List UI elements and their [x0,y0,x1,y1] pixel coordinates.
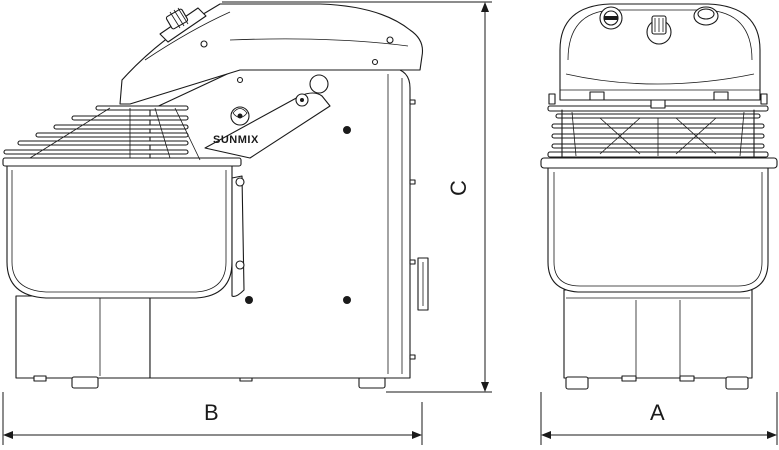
side-guard-wires [3,105,201,161]
side-view: SUNMIX [2,3,429,389]
side-head [119,3,424,105]
dimension-c [222,1,492,393]
brand-logo [230,106,250,126]
brand-label: SUNMIX [213,134,259,146]
side-base [15,295,386,389]
front-base [563,289,753,390]
start-button [599,6,623,30]
dimension-b-label: B [204,400,219,425]
dimension-c-label: C [446,180,471,196]
dimension-a [540,392,778,445]
stop-button [693,6,719,26]
timer-knob [646,15,672,45]
dimension-b [2,392,423,445]
side-bowl [2,157,245,299]
front-bowl [540,157,778,293]
dimension-a-label: A [650,400,665,425]
front-guard-cage [547,93,769,159]
side-control-knob [159,7,207,43]
front-controls [599,6,719,45]
front-view [540,3,778,390]
side-guard-bracket [204,74,331,159]
